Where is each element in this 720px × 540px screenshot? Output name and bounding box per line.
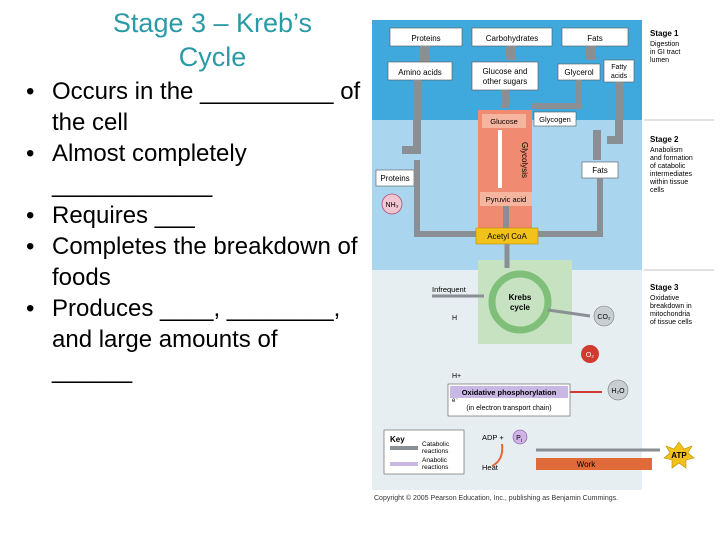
stage1-line: Digestion — [650, 41, 679, 48]
fatty-acid-pathway — [607, 82, 623, 144]
key-box — [383, 429, 465, 475]
stage3-title: Stage 3 — [650, 283, 679, 292]
arrow — [420, 46, 430, 62]
arrow — [586, 46, 596, 60]
h-label: H — [452, 315, 457, 322]
adp-label: ADP + — [482, 433, 504, 442]
slide-title: Stage 3 – Kreb’s Cycle — [40, 6, 385, 74]
pyruvic-acid-box — [480, 192, 532, 206]
slide-title-line-2: Cycle — [178, 42, 247, 72]
anabolic-label-1: Anabolic — [422, 457, 448, 464]
bullet-item: Produces ____, ________, and large amoun… — [26, 293, 361, 386]
co2-badge — [593, 305, 615, 327]
atp-burst — [663, 441, 695, 469]
glycerol-pathway — [532, 80, 582, 109]
stage1-title: Stage 1 — [650, 29, 679, 38]
heat-arrow — [491, 443, 504, 467]
glycogen-box — [533, 111, 577, 127]
bullet-item: Requires ___ — [26, 200, 361, 231]
proteins-label: Proteins — [411, 34, 440, 43]
stage2-line: and formation — [650, 155, 693, 162]
stage2-line: within tissue — [649, 179, 688, 186]
stage1-line: lumen — [650, 57, 669, 64]
glycerol-label: Glycerol — [564, 68, 594, 77]
pyruvic-acid-label: Pyruvic acid — [486, 195, 526, 204]
catabolic-label-2: reactions — [422, 448, 449, 455]
glucose-box — [482, 114, 526, 128]
infrequent-label: Infrequent — [432, 285, 467, 294]
bullet-list: Occurs in the __________ of the cell Alm… — [26, 76, 361, 386]
protein-to-acetyl-arrow — [414, 160, 476, 237]
krebs-cycle-ring — [488, 270, 552, 334]
glucose-sugars-label-2: other sugars — [483, 77, 527, 86]
stage2-labels: Stage 2 Anabolism and formation of catab… — [649, 135, 693, 194]
pi-letter: P — [516, 435, 521, 442]
stage3-line: Oxidative — [650, 295, 679, 302]
stage3-line: breakdown in — [650, 303, 692, 310]
krebs-label-2: cycle — [510, 303, 531, 312]
work-label: Work — [577, 460, 597, 469]
metabolism-diagram: Proteins Carbohydrates Fats Amino acids … — [372, 20, 714, 490]
stage2-line: of catabolic — [650, 163, 686, 170]
co2-arrow — [547, 308, 591, 318]
glucose-label: Glucose — [490, 117, 518, 126]
e-minus-label: e⁻ — [452, 398, 459, 404]
fats-label: Fats — [592, 166, 608, 175]
krebs-label-1: Krebs — [509, 293, 532, 302]
nh3-label: NH₃ — [386, 202, 399, 209]
stage1-line: in GI tract — [650, 49, 680, 56]
figure-copyright: Copyright © 2005 Pearson Education, Inc.… — [374, 495, 619, 502]
o2-label: O₂ — [586, 352, 594, 359]
stage3-line: of tissue cells — [650, 319, 693, 326]
heat-label: Heat — [482, 463, 499, 472]
stage1-labels: Stage 1 Digestion in GI tract lumen — [650, 29, 680, 64]
protein-pathway — [402, 80, 421, 154]
proteins-side-label: Proteins — [380, 174, 409, 183]
carbohydrates-label: Carbohydrates — [486, 34, 538, 43]
h2o-badge — [607, 379, 629, 401]
glycolysis-label: Glycolysis — [520, 142, 529, 178]
metabolism-figure: Proteins Carbohydrates Fats Amino acids … — [372, 20, 714, 494]
glucose-sugars-label-1: Glucose and — [483, 67, 528, 76]
ox-phos-header — [450, 386, 568, 398]
nh3-badge — [381, 193, 403, 215]
h2o-label: H₂O — [611, 388, 625, 395]
ox-phos-label: Oxidative phosphorylation — [462, 388, 557, 397]
amino-acids-label: Amino acids — [398, 68, 442, 77]
glycogen-label: Glycogen — [539, 115, 571, 124]
h-plus-label: H+ — [452, 373, 461, 380]
stage3-labels: Stage 3 Oxidative breakdown in mitochond… — [650, 283, 693, 326]
bullet-item: Completes the breakdown of foods — [26, 231, 361, 293]
arrow — [506, 46, 516, 60]
stage2-title: Stage 2 — [650, 135, 679, 144]
stage2-line: Anabolism — [650, 147, 683, 154]
bullet-item: Occurs in the __________ of the cell — [26, 76, 361, 138]
etc-label: (in electron transport chain) — [466, 405, 551, 412]
key-label: Key — [390, 435, 405, 444]
catabolic-label-1: Catabolic — [422, 441, 450, 448]
bullet-item: Almost completely ____________ — [26, 138, 361, 200]
pi-subscript: i — [521, 438, 522, 444]
slide-title-line-1: Stage 3 – Kreb’s — [112, 8, 313, 38]
co2-label: CO₂ — [597, 314, 611, 321]
stage3-line: mitochondria — [650, 311, 690, 318]
atp-label: ATP — [671, 451, 687, 460]
fat-to-acetyl-arrow — [538, 178, 603, 237]
anabolic-label-2: reactions — [422, 464, 449, 471]
glucose-sugars-box — [471, 61, 539, 91]
fats-top-label: Fats — [587, 34, 603, 43]
pi-label: Pi — [516, 435, 522, 444]
o2-badge — [581, 345, 599, 363]
pi-badge — [512, 429, 528, 445]
stage2-line: intermediates — [650, 171, 693, 178]
fatty-acids-label-2: acids — [611, 73, 628, 80]
fatty-acids-label-1: Fatty — [611, 64, 627, 71]
acetyl-coa-label: Acetyl CoA — [487, 232, 527, 241]
stage2-line: cells — [650, 187, 665, 194]
